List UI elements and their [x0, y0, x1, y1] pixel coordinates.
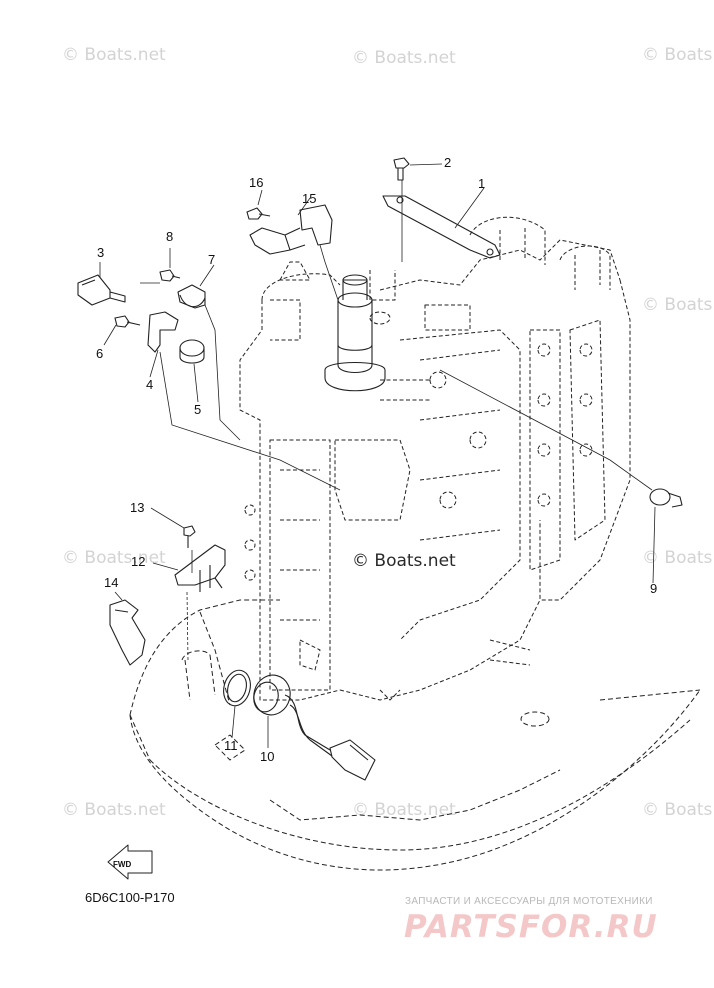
watermark-center: © Boats.net	[352, 551, 456, 571]
watermark: © Boats.net	[352, 800, 456, 820]
part-8-bolt	[159, 269, 181, 282]
lower-cowling	[129, 599, 701, 871]
part-7-clamp	[177, 284, 206, 309]
diagram-code: 6D6C100-P170	[85, 890, 175, 905]
callout-11: 11	[224, 738, 238, 753]
part-16-bolt	[246, 207, 271, 220]
part-10-sensor	[253, 674, 376, 781]
part-1-plate	[382, 195, 501, 259]
crankshaft	[324, 274, 386, 392]
part-14-holder	[109, 599, 146, 666]
shop-logo[interactable]: PARTSFOR.RU	[404, 909, 658, 945]
callout-9: 9	[650, 581, 658, 596]
shop-tagline: ЗАПЧАСТИ И АКСЕССУАРЫ ДЛЯ МОТОТЕХНИКИ	[405, 896, 653, 907]
part-12-bracket	[174, 544, 226, 592]
part-4-bracket	[147, 311, 179, 353]
callout-16: 16	[249, 175, 264, 190]
watermark: © Boats.net	[352, 48, 456, 68]
watermark: © Boats.net	[642, 548, 714, 568]
watermark: © Boats.net	[62, 45, 166, 65]
watermark: © Boats.net	[642, 295, 714, 315]
callout-4: 4	[146, 377, 154, 392]
callout-13: 13	[130, 500, 145, 515]
part-15-bracket	[249, 204, 333, 255]
part-11-oring	[223, 669, 251, 707]
callout-6: 6	[96, 346, 104, 361]
callout-7: 7	[208, 252, 216, 267]
callout-8: 8	[166, 229, 174, 244]
watermark: © Boats.net	[642, 800, 714, 820]
fwd-label: FWD	[113, 860, 131, 869]
engine-block	[239, 216, 631, 701]
callout-15: 15	[302, 191, 317, 206]
watermark: © Boats.net	[62, 548, 166, 568]
part-5-grommet	[179, 339, 205, 364]
callout-5: 5	[194, 402, 202, 417]
callout-2: 2	[444, 155, 452, 170]
callout-10: 10	[260, 749, 275, 764]
leader-lines	[99, 163, 656, 748]
callout-12: 12	[131, 554, 146, 569]
callout-14: 14	[104, 575, 119, 590]
part-3-sensor	[77, 274, 126, 306]
fwd-arrow-icon	[107, 844, 153, 880]
callout-1: 1	[478, 176, 486, 191]
part-6-bolt	[114, 315, 141, 328]
callout-3: 3	[97, 245, 105, 260]
part-13-bolt	[183, 525, 196, 548]
part-9-sensor	[649, 488, 683, 508]
watermark: © Boats.net	[62, 800, 166, 820]
watermark: © Boats.net	[642, 45, 714, 65]
part-2-bolt	[393, 157, 410, 181]
